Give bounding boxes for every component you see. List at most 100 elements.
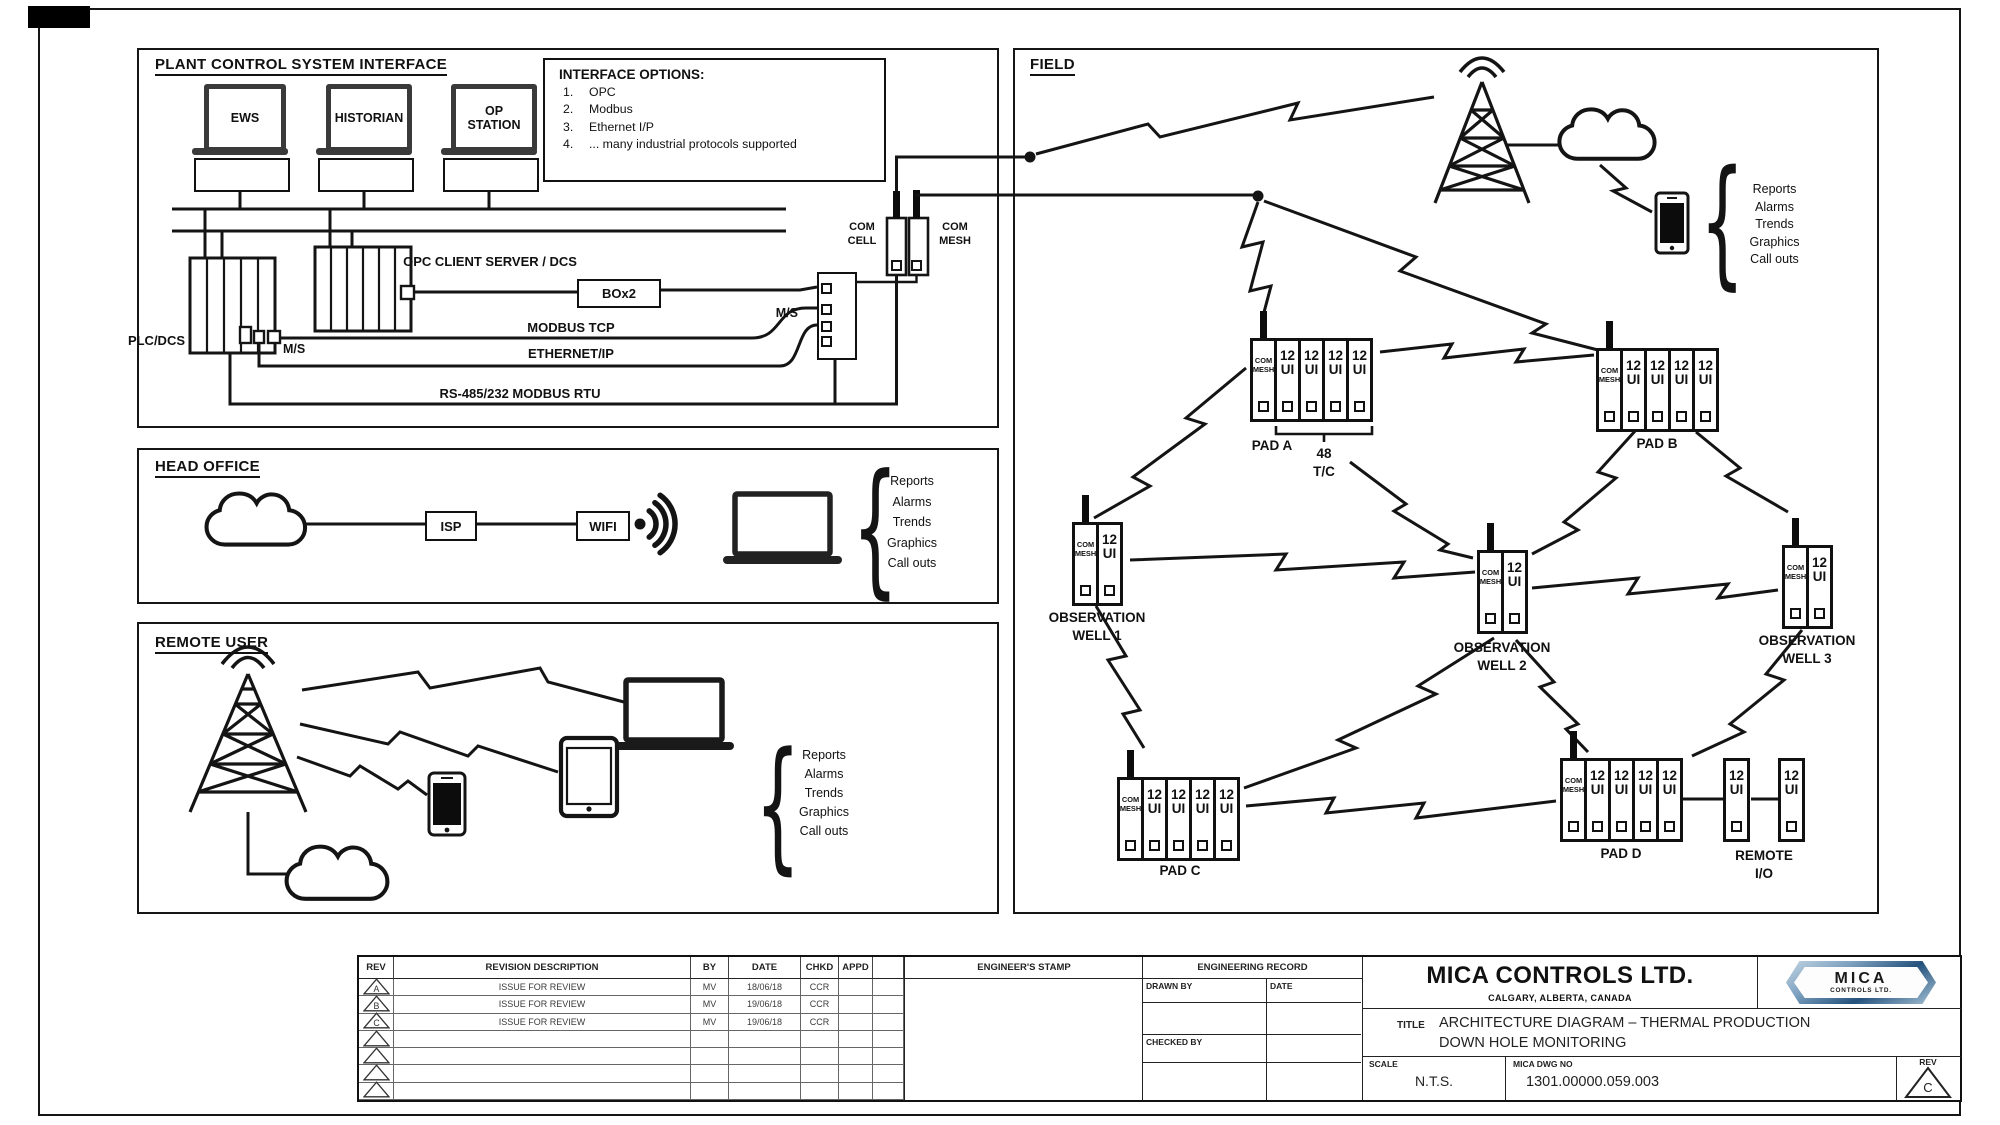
checked-by-value bbox=[1143, 1063, 1267, 1100]
appd-cell bbox=[839, 996, 873, 1014]
module-port bbox=[1616, 821, 1627, 832]
workstation-base bbox=[443, 158, 539, 192]
revision-description-cell: ISSUE FOR REVIEW bbox=[394, 996, 691, 1014]
wifi-label: WIFI bbox=[589, 518, 617, 534]
pad-d-label: PAD D bbox=[1600, 846, 1642, 861]
plc-dcs-label: PLC/DCS bbox=[127, 333, 185, 348]
revision-triangle-icon bbox=[362, 1029, 390, 1046]
rev-cell bbox=[359, 1029, 394, 1049]
logo-subtext: CONTROLS LTD. bbox=[1830, 987, 1892, 994]
by-cell: MV bbox=[691, 1013, 729, 1031]
isp-box: ISP bbox=[425, 511, 477, 541]
description-header: REVISION DESCRIPTION bbox=[394, 957, 691, 979]
record-spare-cell bbox=[1267, 1063, 1361, 1100]
chkd-cell bbox=[801, 1065, 839, 1083]
divider bbox=[1896, 1056, 1897, 1100]
pad-b-label: PAD B bbox=[1636, 436, 1678, 451]
engineers-stamp-panel: ENGINEER'S STAMP bbox=[904, 957, 1143, 1100]
logo-hexagon-inner: MICA CONTROLS LTD. bbox=[1794, 967, 1928, 998]
antenna-icon bbox=[1606, 321, 1613, 349]
appd-cell bbox=[839, 1048, 873, 1066]
revision-triangle-icon: A bbox=[362, 977, 390, 995]
output-item: Trends bbox=[892, 515, 932, 529]
svg-text:A: A bbox=[373, 984, 379, 994]
title-block: REV REVISION DESCRIPTION BY DATE CHKD AP… bbox=[357, 955, 1962, 1102]
well-1-label2: WELL 1 bbox=[1072, 628, 1122, 643]
ews-workstation: EWS bbox=[204, 84, 286, 152]
mica-logo: MICA CONTROLS LTD. bbox=[1786, 961, 1936, 1004]
chkd-cell bbox=[801, 1048, 839, 1066]
well-2-label: OBSERVATION bbox=[1453, 640, 1551, 655]
module-port bbox=[1173, 840, 1184, 851]
antenna-icon bbox=[1082, 495, 1089, 523]
interface-options-heading: INTERFACE OPTIONS: bbox=[559, 67, 705, 82]
by-cell: MV bbox=[691, 979, 729, 997]
head-office-panel bbox=[137, 448, 999, 604]
rev-cell: B bbox=[359, 995, 394, 1014]
date-cell bbox=[729, 1082, 801, 1101]
modbus-tcp-label: MODBUS TCP bbox=[527, 320, 615, 335]
historian-workstation: HISTORIAN bbox=[326, 84, 412, 152]
interface-options-box: INTERFACE OPTIONS: OPC Modbus Ethernet I… bbox=[543, 58, 886, 182]
module-port bbox=[1306, 401, 1317, 412]
pad-c-label: PAD C bbox=[1159, 863, 1201, 878]
revision-description-cell: ISSUE FOR REVIEW bbox=[394, 1013, 691, 1031]
workstation-base bbox=[318, 158, 414, 192]
module-port bbox=[1640, 821, 1651, 832]
remote-user-panel bbox=[137, 622, 999, 914]
chkd-cell: CCR bbox=[801, 996, 839, 1014]
ethernet-ip-label: ETHERNET/IP bbox=[528, 346, 614, 361]
module-port bbox=[1197, 840, 1208, 851]
rev-cell bbox=[359, 1081, 394, 1101]
module-port bbox=[1700, 411, 1711, 422]
drawn-by-label: DRAWN BY bbox=[1143, 979, 1267, 1003]
antenna-icon bbox=[1260, 311, 1267, 339]
pad-a-tc-count: 48 bbox=[1316, 446, 1332, 461]
well-3-label2: WELL 3 bbox=[1782, 651, 1832, 666]
divider bbox=[1505, 1056, 1506, 1100]
revision-description-cell bbox=[394, 1082, 691, 1101]
spare-header bbox=[873, 957, 904, 979]
drawing-title-line1: ARCHITECTURE DIAGRAM – THERMAL PRODUCTIO… bbox=[1439, 1015, 1811, 1031]
module-port bbox=[1221, 840, 1232, 851]
date-cell bbox=[729, 1030, 801, 1049]
sheet-border bbox=[38, 8, 1961, 1116]
module-port bbox=[1509, 613, 1520, 624]
appd-cell bbox=[839, 979, 873, 997]
module-port bbox=[1676, 411, 1687, 422]
output-item: Call outs bbox=[799, 824, 849, 838]
workstation-base bbox=[194, 158, 290, 192]
date-cell: 19/06/18 bbox=[729, 1013, 801, 1031]
revision-description-cell bbox=[394, 1030, 691, 1049]
chkd-cell: CCR bbox=[801, 979, 839, 997]
module-port bbox=[1814, 608, 1825, 619]
module-port bbox=[1790, 608, 1801, 619]
module-port bbox=[1485, 613, 1496, 624]
output-item: Reports bbox=[890, 474, 934, 488]
module-port bbox=[1664, 821, 1675, 832]
field-panel bbox=[1013, 48, 1879, 914]
module-port bbox=[1282, 401, 1293, 412]
revision-description-cell bbox=[394, 1065, 691, 1083]
